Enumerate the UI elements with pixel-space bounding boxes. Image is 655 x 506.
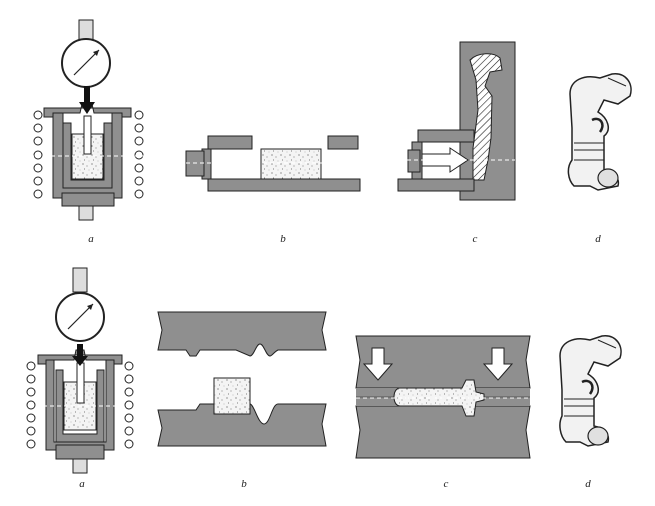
down-arrow-icon bbox=[362, 347, 394, 381]
top-injection-panel bbox=[397, 41, 516, 201]
panel-label-bottom-b: b bbox=[241, 478, 247, 490]
panel-label-top-b: b bbox=[280, 233, 286, 245]
panel-label-bottom-a: a bbox=[79, 478, 85, 490]
bottom-closed-die-panel bbox=[355, 335, 531, 459]
panel-label-top-a: a bbox=[88, 233, 94, 245]
down-arrow-icon bbox=[79, 86, 95, 114]
top-finished-part bbox=[567, 73, 632, 191]
panel-label-bottom-c: c bbox=[443, 478, 449, 490]
induction-coil-right bbox=[134, 110, 144, 199]
billet bbox=[260, 148, 322, 180]
bottom-heating-panel bbox=[22, 267, 138, 474]
panel-label-top-c: c bbox=[472, 233, 478, 245]
top-transfer-panel bbox=[185, 135, 361, 192]
down-arrow-icon bbox=[72, 344, 88, 366]
top-heating-panel bbox=[30, 19, 148, 221]
down-arrow-icon bbox=[482, 347, 514, 381]
induction-coil-left bbox=[33, 110, 43, 199]
induction-coil-right bbox=[124, 361, 134, 449]
forged-part bbox=[393, 379, 485, 417]
panel-label-bottom-d: d bbox=[585, 478, 591, 490]
bottom-open-die-panel bbox=[157, 311, 327, 447]
billet bbox=[213, 377, 251, 415]
panel-label-top-d: d bbox=[595, 233, 601, 245]
induction-coil-left bbox=[26, 361, 36, 449]
bottom-finished-part bbox=[559, 335, 622, 447]
